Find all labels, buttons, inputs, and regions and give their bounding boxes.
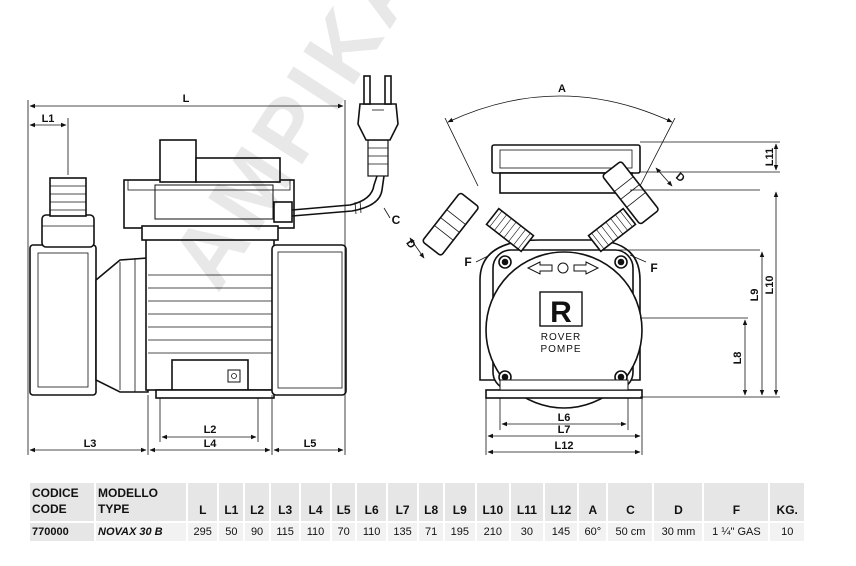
label-L1: L1 [42,113,55,125]
label-L5: L5 [304,438,317,450]
cell-L9: 195 [445,523,475,541]
label-L9: L9 [749,289,761,302]
cell-code: 770000 [30,523,94,541]
header-L7: L7 [387,483,418,521]
cell-L: 295 [188,523,218,541]
cell-D: 30 mm [654,523,703,541]
label-L12: L12 [555,440,574,452]
logo-line2: POMPE [540,344,581,355]
label-L3: L3 [84,438,97,450]
header-L11: L11 [511,483,543,521]
cell-L5: 70 [331,523,356,541]
rover-pompe-logo: R ROVER POMPE [539,291,583,355]
cell-L4: 110 [301,523,330,541]
label-L10: L10 [764,276,776,295]
cell-L7: 135 [387,523,418,541]
header-L9: L9 [445,483,475,521]
header-L5: L5 [331,483,356,521]
cell-kg: 10 [770,523,804,541]
logo-line1: ROVER [541,332,582,343]
header-kg: KG. [770,483,804,521]
side-dimensions [27,100,391,455]
header-L1: L1 [219,483,244,521]
label-D-right: D [673,171,687,185]
header-L: L [188,483,218,521]
cell-L6: 110 [357,523,386,541]
header-D: D [654,483,703,521]
cell-L1: 50 [219,523,244,541]
cell-model: NOVAX 30 B [96,523,186,541]
pump-front-view [422,144,659,409]
table-row: 770000 NOVAX 30 B 295 50 90 115 110 70 1… [30,523,804,541]
pump-side-view [29,75,399,399]
header-L12: L12 [544,483,578,521]
front-dimensions [409,95,780,455]
header-L8: L8 [419,483,444,521]
label-L7: L7 [558,424,571,436]
label-L2: L2 [204,424,217,436]
cell-L8: 71 [419,523,444,541]
label-L4: L4 [204,438,218,450]
header-F: F [704,483,769,521]
header-L4: L4 [301,483,330,521]
label-D-left: D [403,238,417,251]
cell-L12: 145 [544,523,578,541]
cell-L11: 30 [511,523,543,541]
header-L10: L10 [476,483,510,521]
cell-A: 60° [579,523,607,541]
label-L: L [183,93,190,105]
cell-L2: 90 [245,523,269,541]
cell-L3: 115 [270,523,300,541]
logo-letter: R [550,296,572,329]
cell-L10: 210 [476,523,510,541]
header-C: C [608,483,653,521]
label-C: C [392,213,401,227]
header-L3: L3 [270,483,300,521]
header-L2: L2 [245,483,269,521]
header-A: A [579,483,607,521]
cell-F: 1 ¼" GAS [704,523,769,541]
label-F-left: F [464,255,471,269]
technical-drawing: L L1 L2 L3 L4 L5 C [27,75,780,455]
label-A: A [558,83,566,95]
cell-C: 50 cm [608,523,653,541]
label-F-right: F [650,261,657,275]
label-L6: L6 [558,412,571,424]
header-L6: L6 [357,483,386,521]
label-L8: L8 [732,352,744,365]
label-L11: L11 [764,148,776,166]
